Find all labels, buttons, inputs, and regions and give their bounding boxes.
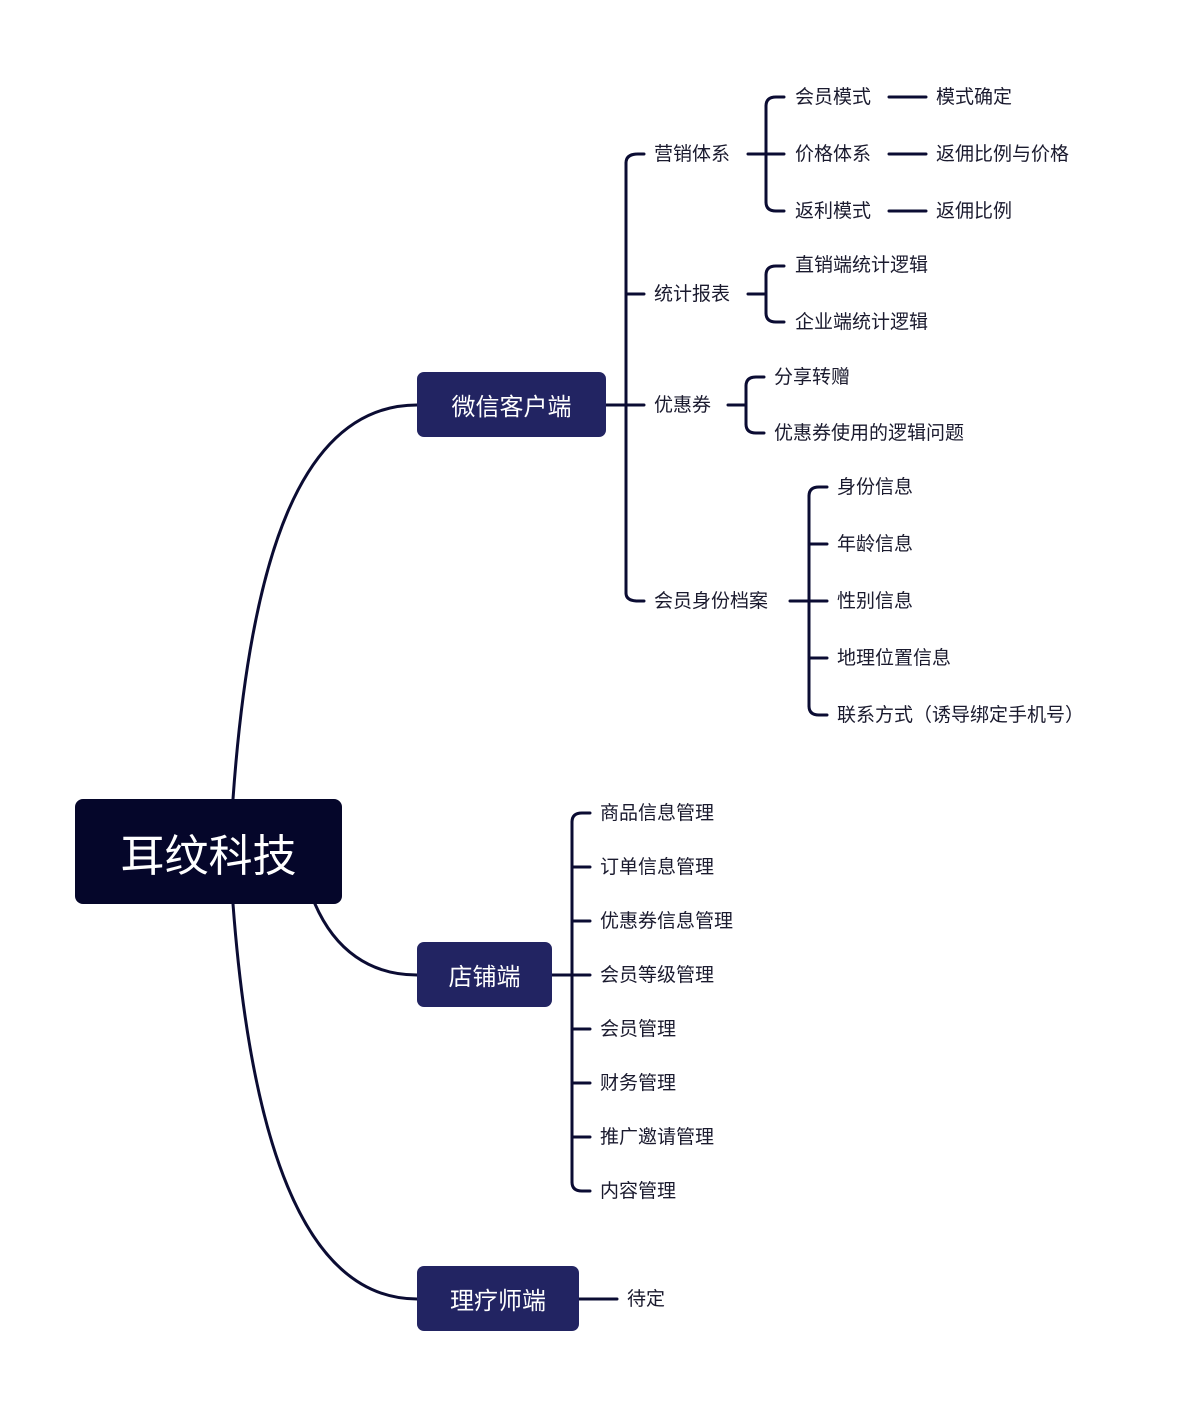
topic-marketing-system[interactable]: 营销体系 <box>654 143 731 165</box>
connector-root-to-therapist <box>231 902 419 1301</box>
connector-store-top <box>570 811 592 824</box>
topic-member-profile[interactable]: 会员身份档案 <box>654 590 769 612</box>
root-topic[interactable]: 耳纹科技 <box>75 799 342 904</box>
topic-rebate-mode[interactable]: 返利模式 <box>795 200 872 222</box>
branch-wechat-client[interactable]: 微信客户端 <box>417 372 606 437</box>
connector-root-to-store <box>313 902 419 977</box>
connector-pro-top <box>807 485 829 498</box>
topic-tbd[interactable]: 待定 <box>627 1288 666 1310</box>
topic-identity-info[interactable]: 身份信息 <box>837 476 914 498</box>
topic-mode-confirm[interactable]: 模式确定 <box>936 86 1013 108</box>
connector-rep-top <box>764 264 786 277</box>
connector-mkt-bot <box>764 200 786 213</box>
topic-share-gift[interactable]: 分享转赠 <box>774 366 851 388</box>
topic-order-mgmt[interactable]: 订单信息管理 <box>600 856 715 878</box>
connector-rep-bot <box>764 311 786 324</box>
topic-commission-ratio-price[interactable]: 返佣比例与价格 <box>936 143 1070 165</box>
topic-coupon-mgmt[interactable]: 优惠券信息管理 <box>600 910 734 932</box>
connector-wechat-bot <box>624 591 646 603</box>
connector-cpn-bot <box>744 422 766 435</box>
branch-store[interactable]: 店铺端 <box>417 942 552 1007</box>
topic-direct-sales-stats[interactable]: 直销端统计逻辑 <box>795 254 929 276</box>
connector-wechat-top <box>624 152 646 165</box>
topic-enterprise-stats[interactable]: 企业端统计逻辑 <box>795 311 929 333</box>
topic-member-mode[interactable]: 会员模式 <box>795 86 872 108</box>
topic-promotion-invite-mgmt[interactable]: 推广邀请管理 <box>600 1126 715 1148</box>
connector-cpn-top <box>744 375 766 388</box>
topic-price-system[interactable]: 价格体系 <box>795 143 872 165</box>
topic-commission-ratio[interactable]: 返佣比例 <box>936 200 1013 222</box>
topic-member-mgmt[interactable]: 会员管理 <box>600 1018 677 1040</box>
topic-gender-info[interactable]: 性别信息 <box>837 590 914 612</box>
topic-content-mgmt[interactable]: 内容管理 <box>600 1180 677 1202</box>
topic-product-mgmt[interactable]: 商品信息管理 <box>600 802 715 824</box>
branch-therapist[interactable]: 理疗师端 <box>417 1266 579 1331</box>
connector-pro-bot <box>807 704 829 717</box>
topic-location-info[interactable]: 地理位置信息 <box>837 647 952 669</box>
connector-root-to-wechat <box>231 403 419 801</box>
topic-coupon-logic[interactable]: 优惠券使用的逻辑问题 <box>774 422 965 444</box>
topic-finance-mgmt[interactable]: 财务管理 <box>600 1072 677 1094</box>
topic-age-info[interactable]: 年龄信息 <box>837 533 914 555</box>
topic-coupon[interactable]: 优惠券 <box>654 394 712 416</box>
topic-statistics-report[interactable]: 统计报表 <box>654 283 731 305</box>
connector-mkt-top <box>764 95 786 108</box>
topic-member-level-mgmt[interactable]: 会员等级管理 <box>600 964 715 986</box>
topic-contact-info[interactable]: 联系方式（诱导绑定手机号） <box>837 704 1085 726</box>
connector-store-bot <box>570 1180 592 1193</box>
